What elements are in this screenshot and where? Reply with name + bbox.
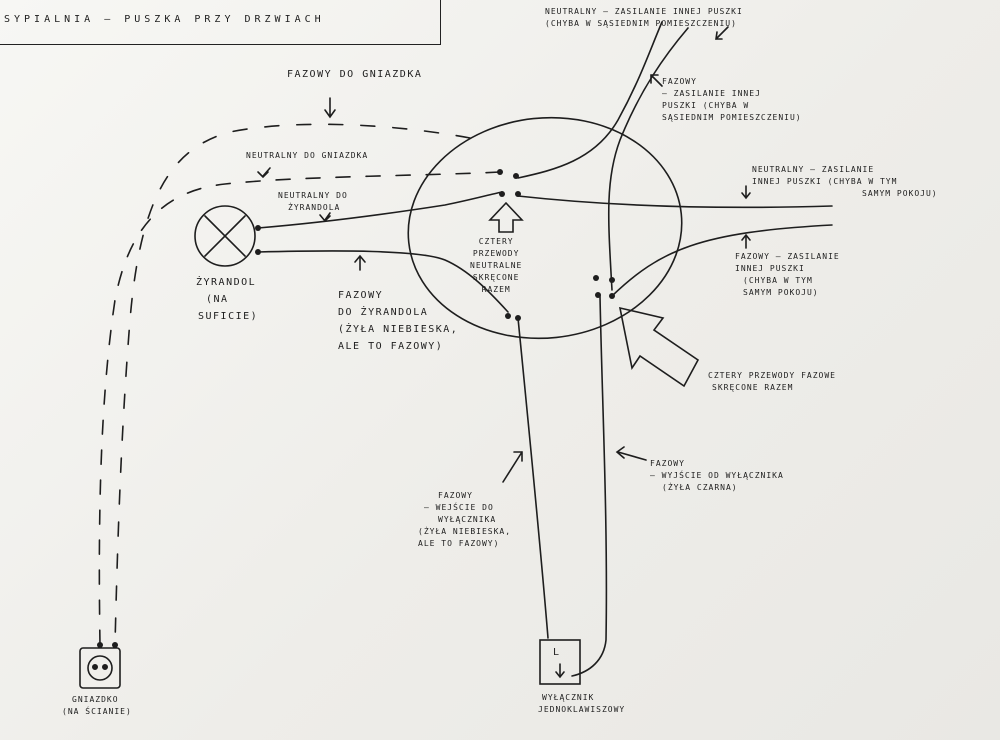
title-frame xyxy=(0,0,441,45)
label-neutral-top: NEUTRALNY – ZASILANIE INNEJ PUSZKI (CHYB… xyxy=(545,7,743,28)
phase-bundle-arrow xyxy=(618,306,700,388)
chandelier-symbol xyxy=(194,205,256,267)
label-outlet: GNIAZDKO (NA ŚCIANIE) xyxy=(62,695,132,716)
phase-wire-right xyxy=(611,224,833,297)
phase-wire-outlet xyxy=(114,123,471,646)
label-phase-top: FAZOWY – ZASILANIE INNEJ PUSZKI (CHYBA W… xyxy=(662,77,802,122)
phase-wire-switch-in xyxy=(517,317,549,639)
phase-wire-chandelier xyxy=(257,250,509,313)
label-phase-to-outlet: FAZOWY DO GNIAZDKA xyxy=(287,69,423,80)
junction-dots xyxy=(97,169,615,648)
label-phase-to-chandelier: FAZOWY DO ŻYRANDOLA (ŻYŁA NIEBIESKA, ALE… xyxy=(338,290,459,352)
label-four-neutral-wires: CZTERY PRZEWODY NEUTRALNE SKRĘCONE RAZEM xyxy=(470,237,523,294)
label-neutral-to-outlet: NEUTRALNY DO GNIAZDKA xyxy=(246,151,369,160)
neutral-wire-outlet xyxy=(98,171,501,646)
phase-wire-top xyxy=(607,27,689,291)
phase-wire-switch-out xyxy=(571,295,608,677)
neutral-wire-chandelier xyxy=(257,191,503,229)
switch-box xyxy=(539,639,581,685)
label-neutral-right: NEUTRALNY – ZASILANIE INNEJ PUSZKI (CHYB… xyxy=(752,165,938,198)
junction-box xyxy=(407,116,683,340)
neutral-wire-right xyxy=(517,195,833,209)
outlet-symbol xyxy=(79,647,121,689)
label-chandelier: ŻYRANDOL (NA SUFICIE) xyxy=(196,277,259,322)
label-phase-switch-out: FAZOWY – WYJŚCIE OD WYŁĄCZNIKA (ŻYŁA CZA… xyxy=(650,459,784,492)
page-title: SYPIALNIA – PUSZKA PRZY DRZWIACH xyxy=(4,14,325,25)
label-neutral-to-chandelier: NEUTRALNY DO ŻYRANDOLA xyxy=(278,191,348,212)
switch-marker: L xyxy=(553,647,561,658)
label-switch: WYŁĄCZNIK JEDNOKLAWISZOWY xyxy=(538,693,626,714)
pointer-arrows xyxy=(257,26,751,483)
label-four-phase-wires: CZTERY PRZEWODY FAZOWE SKRĘCONE RAZEM xyxy=(708,371,836,392)
label-phase-right: FAZOWY – ZASILANIE INNEJ PUSZKI (CHYBA W… xyxy=(735,252,840,297)
neutral-wire-top xyxy=(517,21,663,179)
label-phase-switch-in: FAZOWY – WEJŚCIE DO WYŁĄCZNIKA (ŻYŁA NIE… xyxy=(418,491,512,548)
neutral-bundle-arrow xyxy=(488,201,524,233)
